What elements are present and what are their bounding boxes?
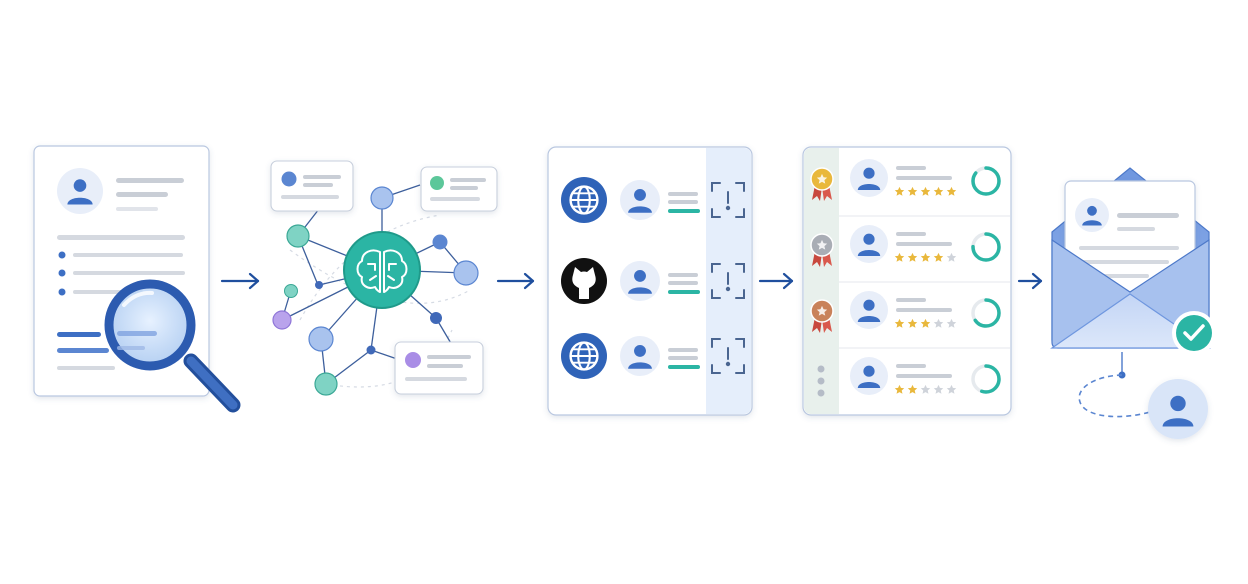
match-score-ring <box>971 298 1001 328</box>
medal-column <box>804 148 839 414</box>
silver-medal-icon <box>810 233 834 267</box>
globe-icon <box>561 333 607 379</box>
magnifying-glass-icon <box>104 279 241 413</box>
ranking-rows <box>810 159 1010 397</box>
resume-avatar <box>57 168 103 214</box>
handoff-connector <box>1078 352 1151 418</box>
candidate-avatar <box>850 159 888 197</box>
match-score-ring <box>971 232 1001 262</box>
profile-verification-stage <box>547 146 753 416</box>
verification-rows <box>561 177 745 379</box>
ranking-row <box>810 215 1010 267</box>
candidate-avatar <box>620 180 660 220</box>
more-dots-icon <box>817 365 825 397</box>
resume-screening-stage <box>33 145 241 413</box>
gold-medal-icon <box>810 167 834 201</box>
candidate-avatar <box>620 336 660 376</box>
outreach-stage <box>1050 167 1216 439</box>
verification-row <box>561 177 745 223</box>
globe-icon <box>561 177 607 223</box>
flow-arrow-1 <box>220 272 260 290</box>
resume-header-lines <box>116 178 184 211</box>
verification-row <box>561 258 745 304</box>
flow-arrow-2 <box>496 272 535 290</box>
ranking-row <box>817 347 1010 397</box>
skill-card-top-left <box>270 160 354 212</box>
network-nodes <box>272 186 479 396</box>
flow-arrow-3 <box>758 272 794 290</box>
verification-row <box>561 333 745 379</box>
ai-matching-stage <box>270 160 498 396</box>
envelope-icon <box>1050 167 1211 349</box>
alert-scan-icon <box>711 263 745 299</box>
alert-scan-icon <box>711 182 745 218</box>
candidate-avatar <box>850 357 888 395</box>
candidate-avatar-icon <box>1148 379 1208 439</box>
flow-arrow-4 <box>1017 272 1043 290</box>
candidate-avatar <box>850 291 888 329</box>
candidate-avatar <box>850 225 888 263</box>
brain-icon <box>343 231 421 309</box>
ranking-row <box>810 281 1010 333</box>
alert-scan-icon <box>711 338 745 374</box>
match-score-ring <box>971 166 1001 196</box>
github-icon <box>561 258 607 304</box>
bronze-medal-icon <box>810 299 834 333</box>
skill-card-bottom <box>394 341 484 395</box>
candidate-ranking-stage <box>802 146 1012 416</box>
match-score-ring <box>971 364 1001 394</box>
skill-card-top-right <box>420 166 498 212</box>
resume-body-lines <box>57 235 185 370</box>
check-badge-icon <box>1172 311 1216 355</box>
candidate-avatar <box>620 261 660 301</box>
ranking-row <box>810 159 1001 201</box>
